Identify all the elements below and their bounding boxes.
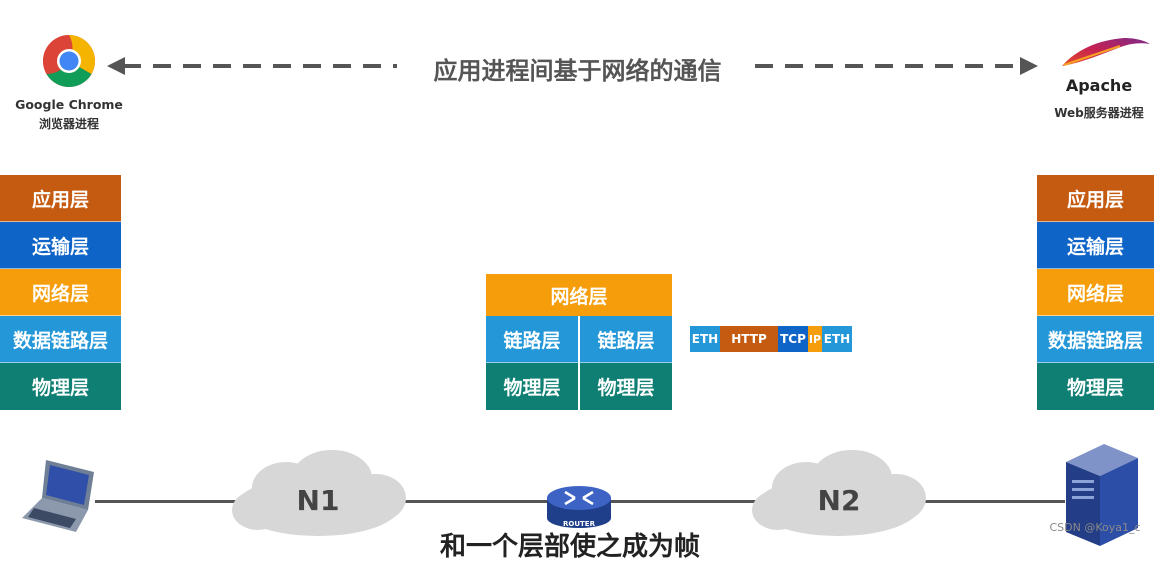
right-app-name: Apache [1065, 76, 1133, 95]
banner-title: 应用进程间基于网络的通信 [433, 57, 722, 85]
packet-eth-trailer: ETH [822, 326, 852, 352]
packet-eth-header: ETH [690, 326, 720, 352]
packet-http: HTTP [720, 326, 778, 352]
link-n1-router [395, 500, 555, 503]
right-transport-layer: 运输层 [1037, 222, 1154, 269]
packet-tcp: TCP [778, 326, 808, 352]
link-n2-server [915, 500, 1065, 503]
watermark-text: CSDN @Koya1_c [1049, 521, 1141, 534]
apache-feather-icon [1058, 32, 1152, 72]
communication-arrow [105, 52, 1040, 80]
left-application-layer: 应用层 [0, 175, 121, 222]
network-n2-label: N2 [817, 484, 861, 517]
router-physical-layer-right: 物理层 [580, 363, 672, 410]
left-transport-layer: 运输层 [0, 222, 121, 269]
left-app-desc: 浏览器进程 [38, 117, 99, 131]
left-network-layer: 网络层 [0, 269, 121, 316]
left-datalink-layer: 数据链路层 [0, 316, 121, 363]
router-icon [545, 478, 613, 532]
right-network-layer: 网络层 [1037, 269, 1154, 316]
cloud-n1-icon [228, 448, 410, 546]
left-physical-layer: 物理层 [0, 363, 121, 410]
router-link-layer-right: 链路层 [580, 316, 672, 363]
subtitle-caption: 和一个层部使之成为帧 [439, 532, 700, 562]
right-app-desc: Web服务器进程 [1054, 106, 1144, 120]
router-physical-layer-left: 物理层 [486, 363, 578, 410]
cloud-n2-icon [748, 448, 930, 546]
link-laptop-n1 [95, 500, 245, 503]
chrome-logo-icon [42, 34, 96, 88]
router-network-layer: 网络层 [486, 274, 672, 316]
router-label: ROUTER [563, 520, 595, 528]
server-icon [1062, 440, 1142, 546]
right-application-layer: 应用层 [1037, 175, 1154, 222]
router-link-layer-left: 链路层 [486, 316, 578, 363]
packet-ip: IP [808, 326, 822, 352]
link-router-n2 [605, 500, 765, 503]
left-app-name: Google Chrome [15, 97, 123, 112]
right-physical-layer: 物理层 [1037, 363, 1154, 410]
right-datalink-layer: 数据链路层 [1037, 316, 1154, 363]
network-n1-label: N1 [296, 484, 340, 517]
laptop-icon [18, 458, 98, 534]
